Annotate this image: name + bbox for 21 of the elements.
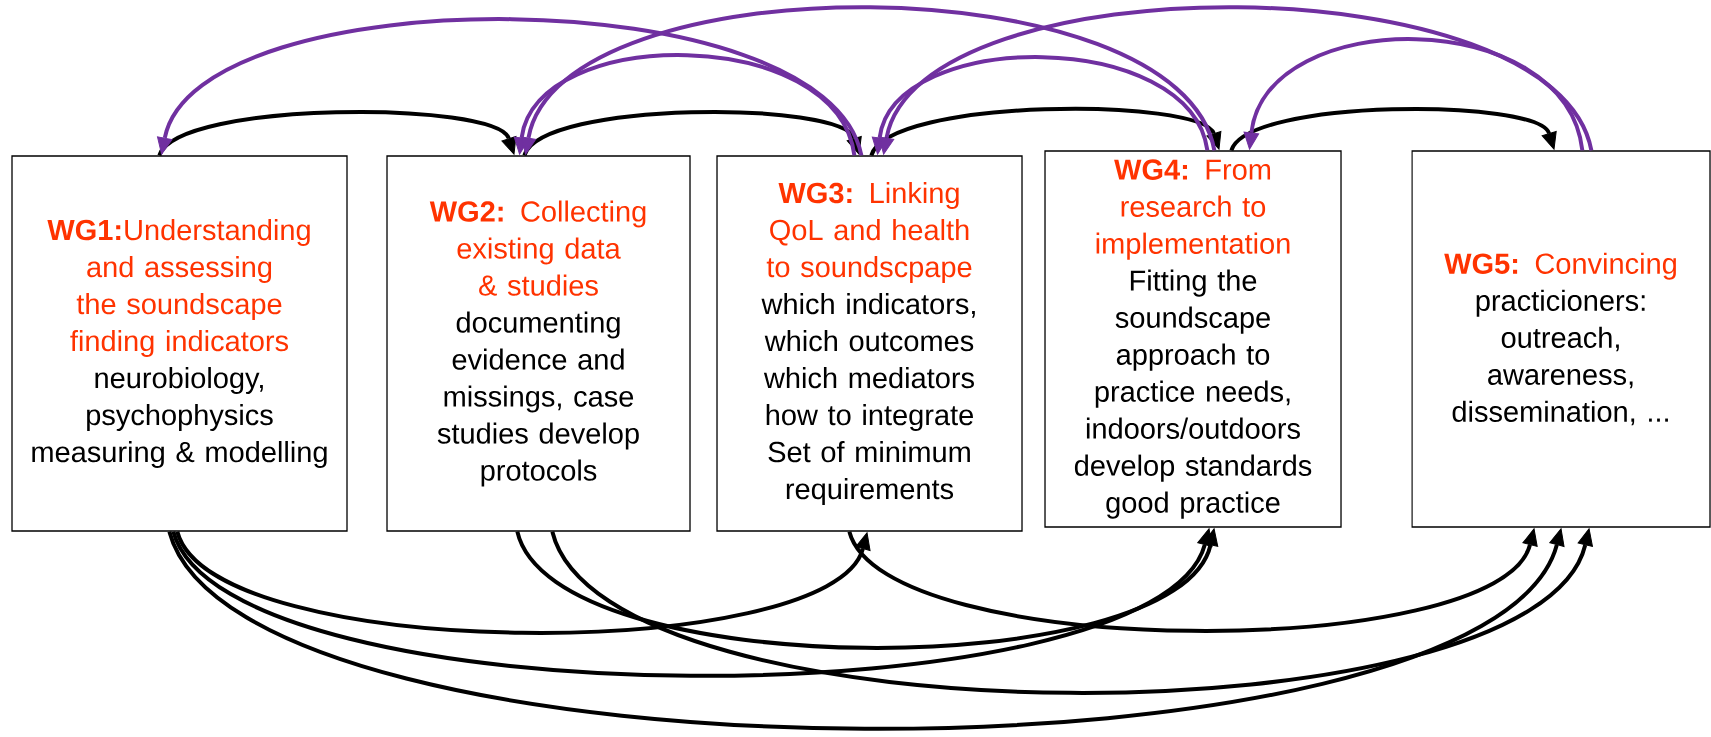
work-group-box: WG3: Linking QoL and health to soundscpape which indicators, which outcomes which mediators how to integrate Set of minimum requirements — [716, 155, 1023, 532]
work-group-box: WG2: Collecting existing data & studies documenting evidence and missings, case studies develop protocols — [386, 155, 691, 532]
arrow — [515, 528, 1219, 650]
arrow — [157, 17, 864, 157]
arrow — [513, 53, 857, 156]
work-group-box: WG1:Understanding and assessing the soundscape finding indicators neurobiology, psychophysics measuring & modelling — [11, 155, 348, 532]
arrow — [847, 528, 1538, 633]
arrow — [520, 5, 1217, 155]
arrow — [878, 5, 1594, 155]
arrow — [871, 55, 1210, 155]
arrow — [1229, 107, 1557, 152]
arrow — [171, 528, 1213, 678]
arrow — [550, 528, 1593, 695]
arrow — [869, 106, 1222, 157]
work-group-box: WG5: Convincing practicioners: outreach, awareness, dissemination, ... — [1411, 150, 1711, 528]
arrow — [522, 110, 862, 157]
arrow — [1243, 37, 1585, 151]
arrow — [175, 530, 871, 635]
arrow — [167, 528, 1565, 731]
work-group-box: WG4: From research to implementation Fitting the soundscape approach to practice needs, indoors/outdoors develop standards good practice — [1044, 150, 1342, 528]
arrow — [157, 110, 517, 157]
